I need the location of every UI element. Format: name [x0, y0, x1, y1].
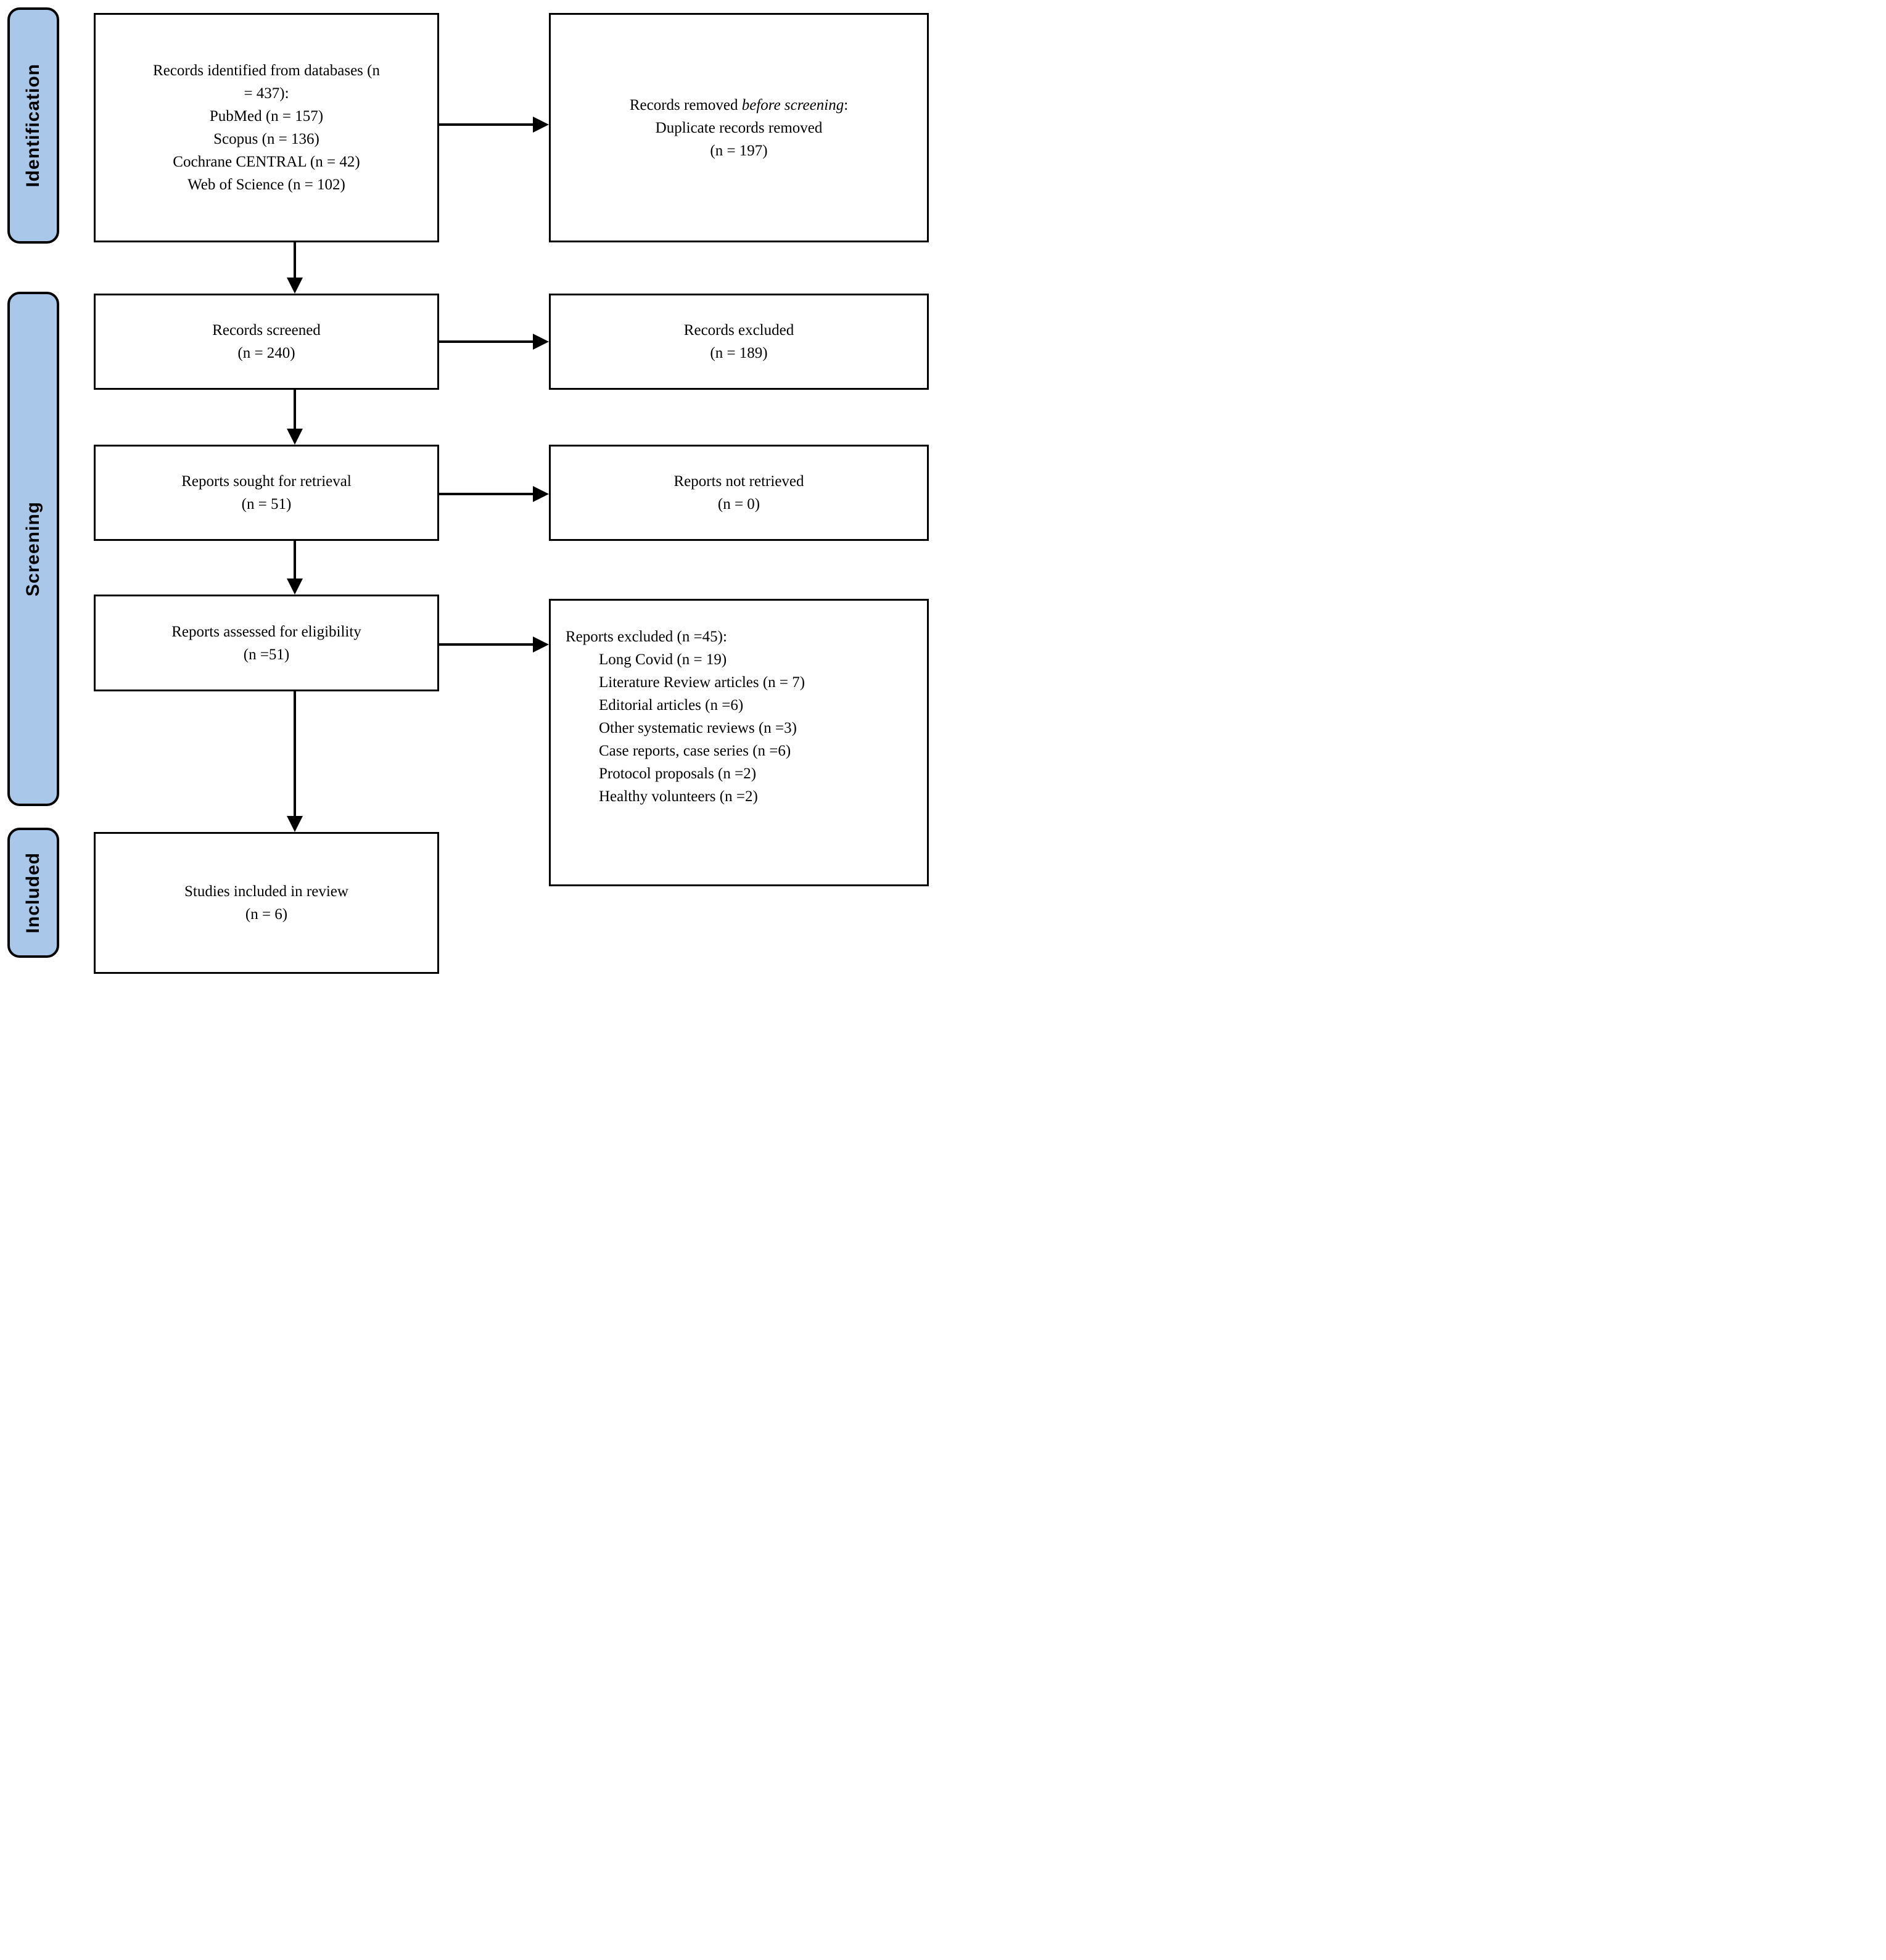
records-identified-line: Cochrane CENTRAL (n = 42): [173, 154, 360, 170]
arrow-shaft: [294, 541, 296, 582]
arrow-right-icon: [533, 486, 549, 502]
box-records-excluded: Records excluded (n = 189): [549, 294, 929, 390]
box-reports-not-retrieved: Reports not retrieved (n = 0): [549, 445, 929, 541]
records-removed-prefix: Records removed: [629, 96, 742, 113]
reports-not-retrieved-line: Reports not retrieved: [673, 473, 804, 490]
arrow-shaft: [439, 643, 535, 646]
records-removed-line: (n = 197): [710, 142, 768, 159]
box-reports-assessed: Reports assessed for eligibility (n =51): [94, 595, 439, 691]
records-identified-line: Records identified from databases (n: [153, 62, 380, 79]
reports-excluded-item: Literature Review articles (n = 7): [599, 674, 805, 691]
stage-tab-identification: Identification: [7, 7, 59, 244]
arrow-shaft: [294, 242, 296, 281]
box-studies-included: Studies included in review (n = 6): [94, 832, 439, 974]
reports-excluded-item: Case reports, case series (n =6): [599, 743, 791, 759]
box-records-identified: Records identified from databases (n = 4…: [94, 13, 439, 242]
reports-assessed-line: Reports assessed for eligibility: [171, 623, 361, 640]
arrow-shaft: [439, 340, 535, 343]
records-screened-line: (n = 240): [237, 345, 295, 361]
reports-assessed-line: (n =51): [243, 646, 290, 663]
reports-excluded-item: Long Covid (n = 19): [599, 651, 727, 668]
records-identified-line: Scopus (n = 136): [213, 131, 319, 147]
stage-label-identification: Identification: [23, 64, 43, 187]
box-records-screened: Records screened (n = 240): [94, 294, 439, 390]
records-removed-title: Records removed before screening:: [551, 94, 927, 117]
records-screened-line: Records screened: [212, 322, 321, 339]
prisma-flow-diagram: Identification Screening Included Record…: [0, 0, 943, 980]
reports-excluded-item: Protocol proposals (n =2): [599, 765, 757, 782]
stage-tab-screening: Screening: [7, 292, 59, 806]
arrow-down-icon: [287, 278, 303, 294]
arrow-right-icon: [533, 334, 549, 350]
box-reports-excluded: Reports excluded (n =45): Long Covid (n …: [549, 599, 929, 886]
arrow-right-icon: [533, 636, 549, 653]
arrow-shaft: [439, 493, 535, 495]
reports-not-retrieved-line: (n = 0): [717, 496, 760, 513]
records-excluded-line: (n = 189): [710, 345, 768, 361]
arrow-down-icon: [287, 816, 303, 832]
arrow-down-icon: [287, 579, 303, 595]
arrow-shaft: [294, 390, 296, 432]
box-records-removed: Records removed before screening: Duplic…: [549, 13, 929, 242]
arrow-down-icon: [287, 429, 303, 445]
reports-excluded-title: Reports excluded (n =45):: [566, 628, 727, 645]
arrow-shaft: [294, 691, 296, 820]
arrow-shaft: [439, 123, 535, 126]
records-identified-line: PubMed (n = 157): [209, 108, 324, 125]
reports-excluded-item: Editorial articles (n =6): [599, 697, 744, 714]
reports-excluded-item: Healthy volunteers (n =2): [599, 788, 758, 805]
reports-excluded-item: Other systematic reviews (n =3): [599, 720, 797, 736]
reports-sought-line: (n = 51): [241, 496, 292, 513]
reports-sought-line: Reports sought for retrieval: [181, 473, 352, 490]
studies-included-line: Studies included in review: [184, 883, 348, 900]
records-identified-line: = 437):: [244, 85, 289, 102]
records-removed-emphasis: before screening: [741, 96, 844, 113]
records-identified-line: Web of Science (n = 102): [187, 176, 345, 193]
box-reports-sought: Reports sought for retrieval (n = 51): [94, 445, 439, 541]
records-removed-suffix: :: [844, 96, 849, 113]
arrow-right-icon: [533, 117, 549, 133]
stage-label-included: Included: [23, 852, 43, 934]
stage-label-screening: Screening: [23, 501, 43, 597]
studies-included-line: (n = 6): [245, 906, 288, 923]
stage-tab-included: Included: [7, 828, 59, 958]
records-removed-line: Duplicate records removed: [655, 119, 823, 136]
records-excluded-line: Records excluded: [683, 322, 794, 339]
